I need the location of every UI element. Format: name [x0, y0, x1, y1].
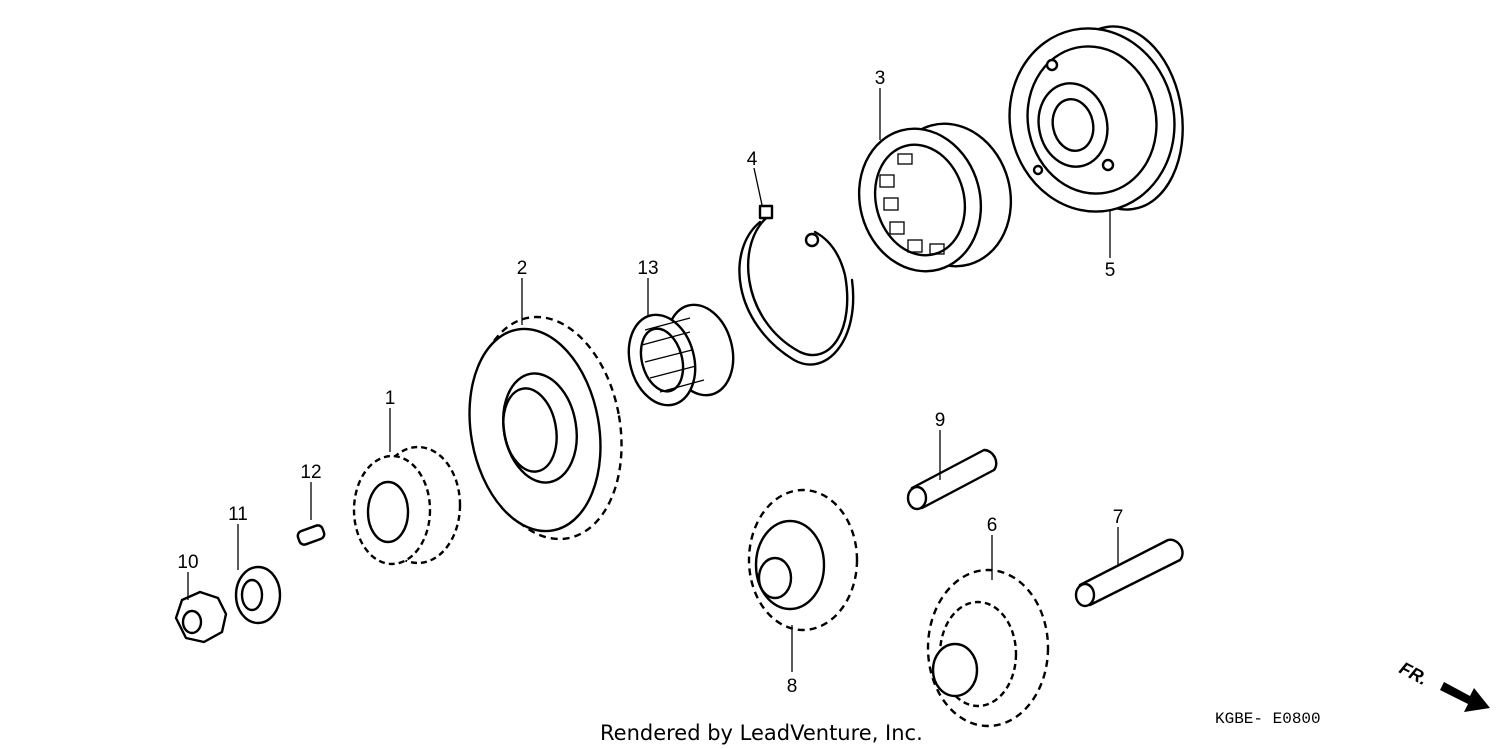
part-13-needle-bearing[interactable]: [619, 297, 743, 412]
part-9-shaft[interactable]: [906, 448, 998, 511]
callout-labels: 1 2 3 4 5 6 7 8 9 10 11 12 13: [177, 68, 1123, 697]
callout-13: 13: [637, 258, 658, 279]
callout-2: 2: [517, 258, 528, 279]
front-label: FR.: [1396, 658, 1431, 689]
credit-text: Rendered by LeadVenture, Inc.: [600, 721, 923, 745]
callout-7: 7: [1113, 507, 1124, 528]
callout-10: 10: [177, 552, 198, 573]
part-3-one-way-clutch[interactable]: [843, 110, 1026, 285]
part-12-woodruff-key[interactable]: [296, 524, 326, 546]
part-10-nut[interactable]: [174, 590, 228, 644]
front-direction-marker: FR.: [1396, 658, 1490, 712]
part-4-snap-ring[interactable]: [738, 204, 855, 366]
part-1-drive-gear[interactable]: [352, 445, 462, 566]
callout-9: 9: [935, 410, 946, 431]
part-2-starter-driven-gear[interactable]: [454, 305, 638, 551]
part-11-washer[interactable]: [234, 565, 282, 625]
diagram-code: KGBE- E0800: [1215, 710, 1321, 728]
callout-4: 4: [747, 149, 758, 170]
callout-3: 3: [875, 68, 886, 89]
callout-6: 6: [987, 515, 998, 536]
callout-8: 8: [787, 676, 798, 697]
arrow-right-icon: [1440, 682, 1490, 712]
part-7-shaft[interactable]: [1074, 538, 1184, 608]
part-5-clutch-outer[interactable]: [993, 13, 1195, 227]
part-6-reduction-gear[interactable]: [926, 568, 1050, 728]
callout-11: 11: [228, 504, 248, 525]
part-8-idle-gear[interactable]: [747, 488, 859, 632]
callout-1: 1: [385, 388, 396, 409]
callout-12: 12: [300, 462, 321, 483]
callout-5: 5: [1105, 260, 1116, 281]
leader-lines: [187, 88, 1119, 672]
